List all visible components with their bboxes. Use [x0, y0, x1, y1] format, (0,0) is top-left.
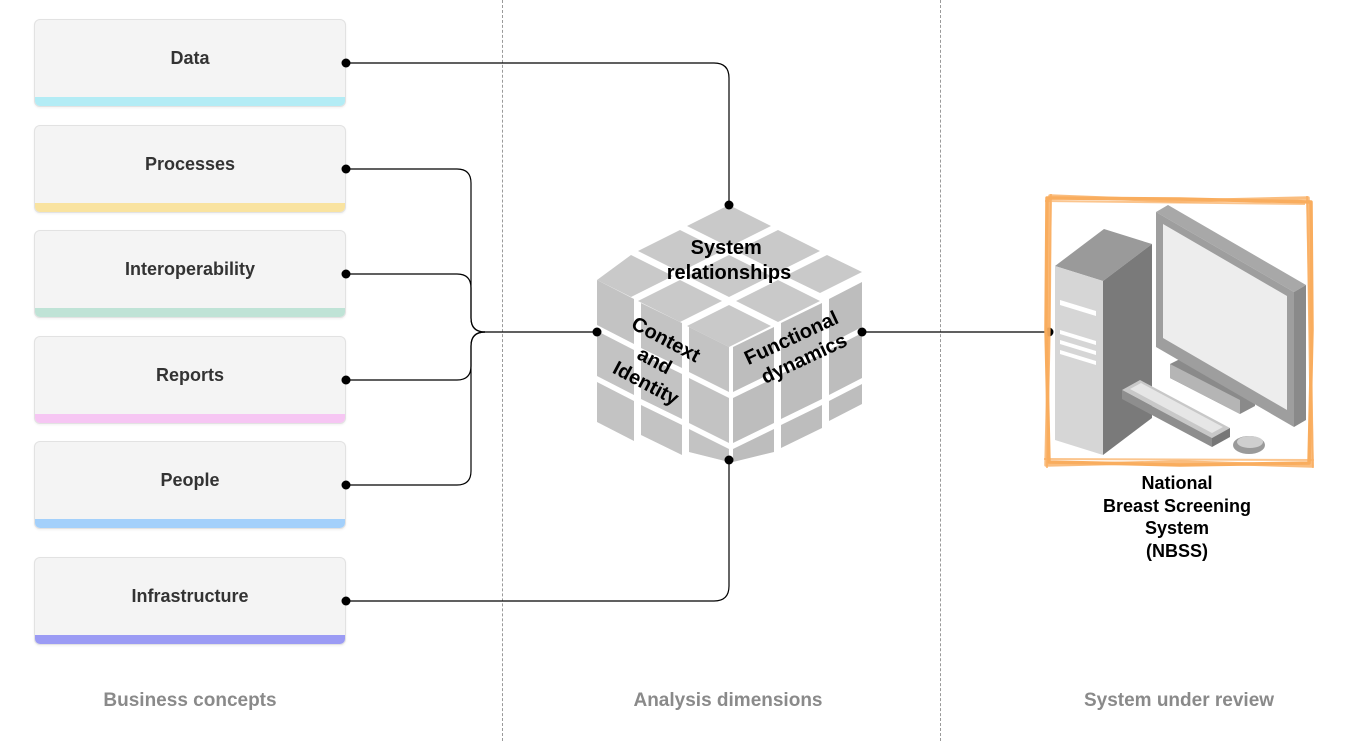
concept-color-bar — [35, 519, 345, 528]
connector-dot — [592, 327, 602, 337]
connector-infrastructure — [346, 460, 730, 602]
connector-lines — [346, 62, 1049, 602]
system-name-line: National — [1141, 473, 1213, 493]
column-label-system-under-review: System under review — [1083, 690, 1275, 711]
cube-graphic: System relationships Context and Identit… — [597, 205, 862, 462]
concept-card-data[interactable]: Data — [34, 19, 346, 107]
connector-dot — [341, 164, 351, 174]
system-name-line: Breast Screening — [1102, 495, 1252, 516]
connector-data-to-cube-top — [346, 62, 730, 205]
concept-label: Infrastructure — [131, 586, 249, 606]
connector-dot — [341, 596, 351, 606]
divider-left — [502, 0, 503, 741]
concept-card-reports[interactable]: Reports — [34, 336, 346, 424]
system-name-line: System — [1144, 518, 1210, 538]
concept-label: Processes — [144, 154, 236, 174]
concept-card-interoperability[interactable]: Interoperability — [34, 230, 346, 318]
cube-left-face — [597, 280, 729, 462]
system-name: National Breast Screening System (NBSS) — [1077, 472, 1277, 562]
connector-dot — [341, 58, 351, 68]
concept-color-bar — [35, 308, 345, 317]
system-name-line: (NBSS) — [1146, 540, 1208, 561]
concept-card-processes[interactable]: Processes — [34, 125, 346, 213]
concept-color-bar — [35, 203, 345, 212]
connector-dot — [857, 327, 867, 337]
cube-top-label: System relationships — [667, 237, 791, 284]
concept-label: People — [160, 470, 220, 490]
concept-card-infrastructure[interactable]: Infrastructure — [34, 557, 346, 645]
connector-people — [346, 331, 486, 486]
system-frame — [1043, 193, 1315, 469]
connector-dot — [341, 375, 351, 385]
column-label-business-concepts: Business concepts — [103, 690, 277, 711]
connector-dot — [341, 269, 351, 279]
concept-card-people[interactable]: People — [34, 441, 346, 529]
computer-icon — [1055, 205, 1306, 455]
cube-top-face — [597, 205, 862, 347]
concept-color-bar — [35, 414, 345, 423]
concept-label: Interoperability — [124, 259, 256, 279]
connector-dot — [341, 480, 351, 490]
connector-reports — [346, 331, 486, 381]
concept-label: Data — [170, 48, 210, 68]
connector-interoperability — [346, 273, 486, 333]
concept-color-bar — [35, 635, 345, 644]
divider-right — [940, 0, 941, 741]
cube-right-face — [733, 282, 862, 462]
connector-dot — [724, 200, 734, 210]
concept-color-bar — [35, 97, 345, 106]
connector-dot — [724, 455, 734, 465]
column-label-analysis-dimensions: Analysis dimensions — [633, 690, 823, 711]
concept-label: Reports — [155, 365, 224, 385]
